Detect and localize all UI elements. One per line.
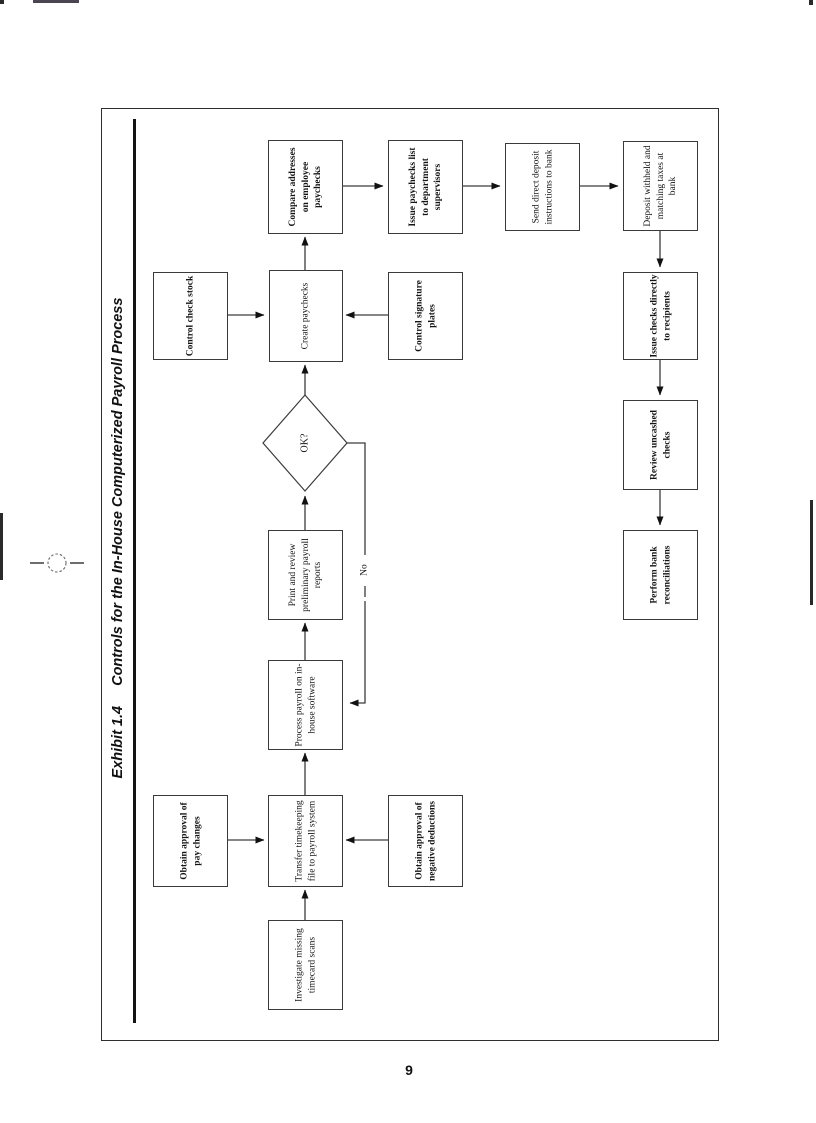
crop-mark-top-left: [0, 0, 4, 4]
flow-box-label: Print and review preliminary payroll rep…: [287, 538, 323, 612]
flow-box-deposit-withheld-taxes: Deposit withheld and matching taxes at b…: [623, 141, 698, 231]
crop-mark-top-bar: [33, 0, 79, 3]
flow-box-perform-bank-reconciliations: Perform bank reconciliations: [623, 530, 698, 620]
exhibit-title-text: Exhibit 1.4 Controls for the In-House Com…: [110, 88, 126, 988]
title-rule: [133, 119, 136, 1023]
page-number: 9: [405, 1062, 413, 1078]
flow-box-send-direct-deposit: Send direct deposit instructions to bank: [505, 143, 580, 231]
flow-box-obtain-approval-negative-deductions: Obtain approval of negative deductions: [388, 795, 463, 887]
flow-box-control-check-stock: Control check stock: [153, 272, 228, 360]
edge-label-no-text: No: [359, 564, 370, 576]
decision-ok: OK?: [268, 397, 342, 489]
flow-box-process-payroll-inhouse: Process payroll on in-house software: [268, 660, 343, 750]
registration-mark: [30, 553, 84, 573]
exhibit-title: Exhibit 1.4 Controls for the In-House Com…: [102, 119, 133, 1023]
flow-box-label: Perform bank reconciliations: [648, 545, 672, 605]
flow-box-issue-checks-directly: Issue checks directly to recipients: [623, 272, 698, 360]
flow-box-label: Control check stock: [185, 275, 196, 357]
flow-box-label: Review uncashed checks: [648, 410, 672, 480]
flow-box-label: Compare addresses on employee paychecks: [287, 147, 323, 227]
flow-box-label: Create paychecks: [300, 282, 311, 350]
flow-box-label: Transfer timekeeping file to payroll sys…: [293, 800, 317, 882]
flow-box-print-review-preliminary: Print and review preliminary payroll rep…: [268, 530, 343, 620]
fold-mark-left: [0, 513, 3, 580]
edge-label-no: No: [352, 556, 378, 584]
exhibit-title-label: Controls for the In-House Computerized P…: [109, 297, 126, 686]
exhibit-frame: [101, 108, 719, 1041]
crop-mark-top-right: [809, 0, 813, 5]
flow-box-label: Send direct deposit instructions to bank: [530, 149, 554, 225]
flow-box-label: Investigate missing timecard scans: [293, 928, 317, 1002]
flow-box-review-uncashed-checks: Review uncashed checks: [623, 400, 698, 490]
flow-box-investigate-missing-timecards: Investigate missing timecard scans: [268, 920, 343, 1010]
flow-box-obtain-approval-pay-changes: Obtain approval of pay changes: [153, 795, 228, 887]
flow-box-label: Obtain approval of negative deductions: [413, 801, 437, 881]
exhibit-number: Exhibit 1.4: [109, 705, 126, 779]
flow-box-label: Issue paychecks list to department super…: [407, 147, 443, 227]
flow-box-label: Control signature plates: [413, 280, 437, 352]
flow-box-compare-addresses: Compare addresses on employee paychecks: [268, 140, 343, 234]
flow-box-create-paychecks: Create paychecks: [269, 270, 343, 362]
flow-box-transfer-timekeeping-file: Transfer timekeeping file to payroll sys…: [268, 795, 343, 887]
decision-label: OK?: [299, 433, 311, 453]
flow-box-label: Issue checks directly to recipients: [648, 274, 672, 358]
flow-box-control-signature-plates: Control signature plates: [388, 272, 463, 360]
flow-box-label: Deposit withheld and matching taxes at b…: [642, 145, 678, 227]
fold-mark-right: [810, 500, 813, 605]
flow-box-label: Process payroll on in-house software: [293, 663, 317, 747]
flow-box-issue-paychecks-list: Issue paychecks list to department super…: [388, 140, 463, 234]
flow-box-label: Obtain approval of pay changes: [178, 802, 202, 880]
